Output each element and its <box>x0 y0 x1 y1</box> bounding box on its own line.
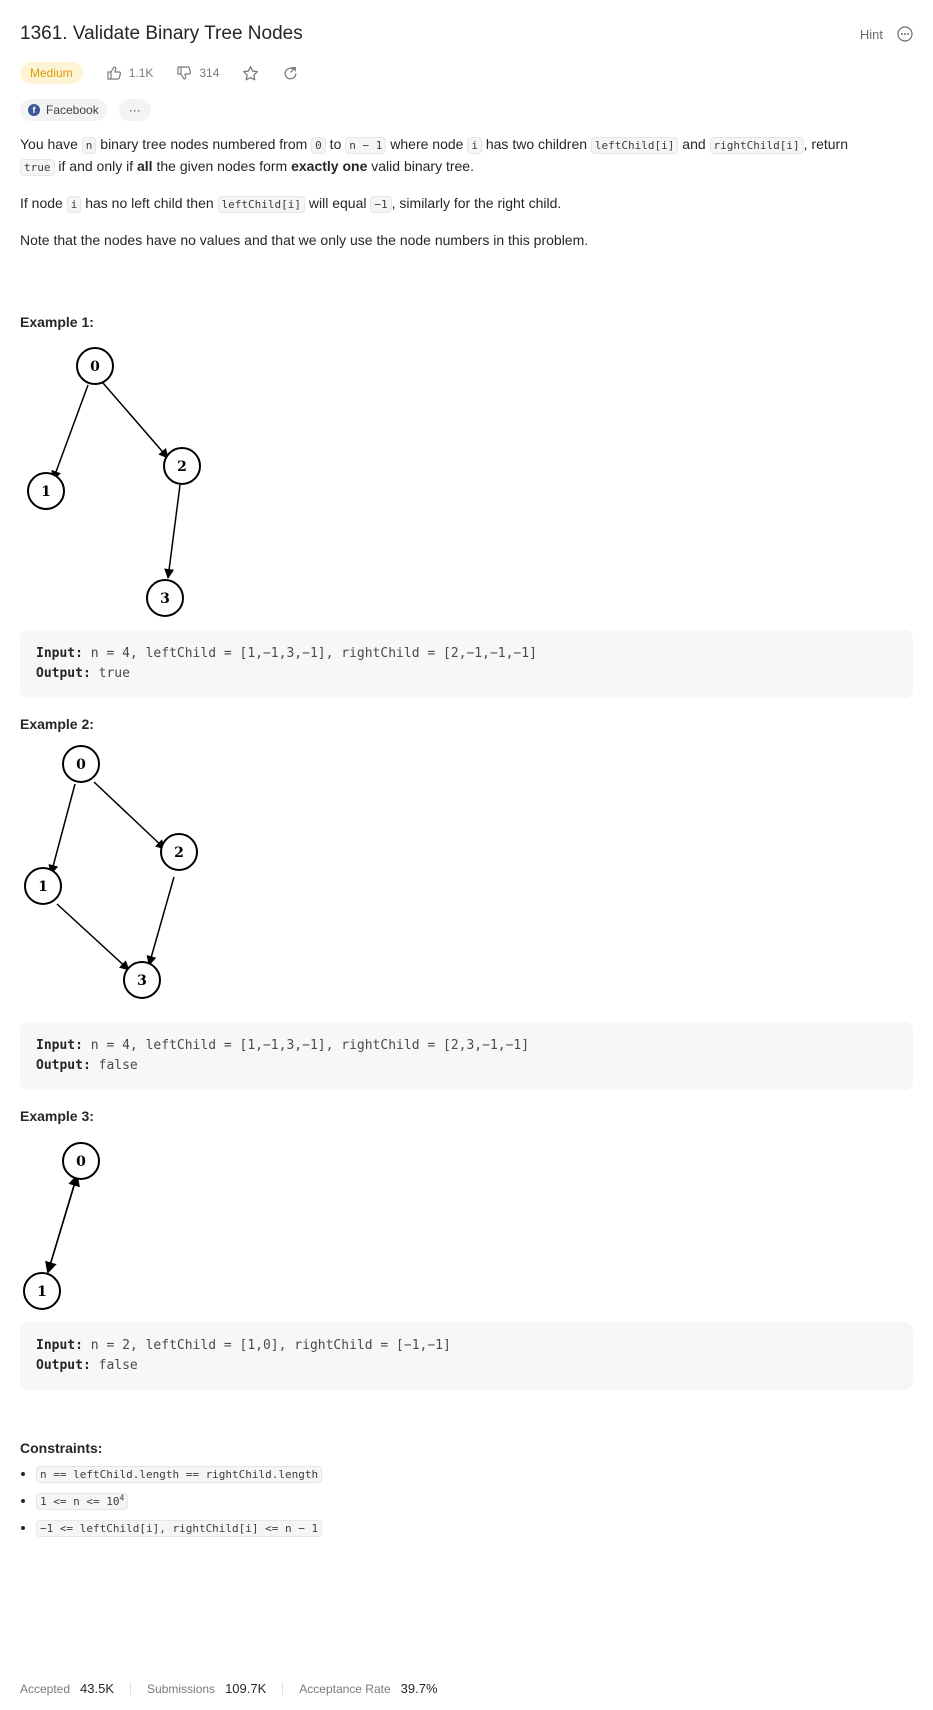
example-3-tree-diagram: 0 1 <box>23 1142 100 1310</box>
problem-title: 1361. Validate Binary Tree Nodes <box>20 23 303 44</box>
example-2-input: Input: n = 4, leftChild = [1,−1,3,−1], r… <box>36 1038 530 1053</box>
example-3-heading: Example 3: <box>20 1108 94 1124</box>
svg-text:0: 0 <box>76 757 86 773</box>
tree-node-0: 0 <box>76 347 114 385</box>
constraints-heading: Constraints: <box>20 1440 103 1456</box>
example-3-code-block: Input: n = 2, leftChild = [1,0], rightCh… <box>20 1322 913 1390</box>
likes-count: 1.1K <box>128 66 154 80</box>
example-1-code-block: Input: n = 4, leftChild = [1,−1,3,−1], r… <box>20 630 913 698</box>
edge-0-2 <box>93 781 166 850</box>
more-tags-button[interactable]: ··· <box>118 99 151 121</box>
company-tag-facebook[interactable]: f Facebook <box>20 99 107 121</box>
tree-node-2: 2 <box>160 833 198 871</box>
tree-node-0: 0 <box>62 745 100 783</box>
example-3-output: Output: false <box>36 1358 138 1373</box>
top-actions: Hint <box>860 26 913 42</box>
tree-node-3: 3 <box>123 961 161 999</box>
tree-node-1: 1 <box>23 1272 61 1310</box>
edge-1-3 <box>56 903 130 971</box>
svg-text:0: 0 <box>76 1154 86 1170</box>
svg-text:3: 3 <box>160 591 170 607</box>
accepted-value: 43.5K <box>80 1681 115 1696</box>
company-tag-label: Facebook <box>46 103 99 117</box>
edge-0-1 <box>51 384 89 481</box>
example-1-tree-diagram: 0 1 2 3 <box>27 347 201 617</box>
thumbs-down-icon <box>175 64 193 82</box>
accepted-label: Accepted <box>20 1681 71 1696</box>
star-icon[interactable] <box>241 64 259 82</box>
svg-text:2: 2 <box>177 459 187 475</box>
description-paragraph-1: You have n binary tree nodes numbered fr… <box>20 136 848 176</box>
svg-text:3: 3 <box>137 973 147 989</box>
share-icon[interactable] <box>281 64 299 82</box>
acceptance-rate-value: 39.7% <box>400 1681 438 1696</box>
edge-2-3 <box>164 484 181 579</box>
example-3-input: Input: n = 2, leftChild = [1,0], rightCh… <box>36 1338 451 1353</box>
like-button[interactable]: 1.1K <box>105 64 154 82</box>
hint-button[interactable]: Hint <box>859 26 883 42</box>
stats-footer: Accepted 43.5K Submissions 109.7K Accept… <box>20 1681 438 1696</box>
acceptance-rate-label: Acceptance Rate <box>299 1681 391 1696</box>
tree-node-1: 1 <box>24 867 62 905</box>
svg-text:1: 1 <box>37 1284 47 1300</box>
facebook-icon: f <box>28 104 40 116</box>
title-row: 1361. Validate Binary Tree Nodes Hint <box>20 0 913 68</box>
tree-node-3: 3 <box>146 579 184 617</box>
problem-description: You have n binary tree nodes numbered fr… <box>20 134 913 251</box>
edge-0-1 <box>48 783 76 875</box>
more-options-icon[interactable] <box>897 26 913 42</box>
dislikes-count: 314 <box>199 66 220 80</box>
svg-text:2: 2 <box>174 845 184 861</box>
submissions-label: Submissions <box>147 1681 216 1696</box>
dislike-button[interactable]: 314 <box>175 64 219 82</box>
example-1-input: Input: n = 4, leftChild = [1,−1,3,−1], r… <box>36 646 537 661</box>
divider <box>130 1681 132 1696</box>
svg-text:1: 1 <box>38 879 48 895</box>
example-2-output: Output: false <box>36 1058 138 1073</box>
example-2-heading: Example 2: <box>20 716 94 732</box>
constraints-list: n == leftChild.length == rightChild.leng… <box>20 1466 913 1537</box>
example-2-code-block: Input: n = 4, leftChild = [1,−1,3,−1], r… <box>20 1022 913 1090</box>
constraint-item: −1 <= leftChild[i], rightChild[i] <= n −… <box>36 1520 913 1537</box>
meta-row: Medium 1.1K 314 <box>20 62 913 84</box>
divider <box>282 1681 284 1696</box>
thumbs-up-icon <box>105 64 123 82</box>
description-paragraph-2: If node i has no left child then leftChi… <box>20 195 562 213</box>
tree-node-0: 0 <box>62 1142 100 1180</box>
edge-0-2 <box>102 382 169 459</box>
example-1-heading: Example 1: <box>20 314 94 330</box>
tags-row: f Facebook ··· <box>20 98 913 122</box>
submissions-value: 109.7K <box>225 1681 267 1696</box>
svg-text:1: 1 <box>41 484 51 500</box>
svg-text:0: 0 <box>90 359 100 375</box>
constraint-item: n == leftChild.length == rightChild.leng… <box>36 1466 913 1483</box>
example-1-output: Output: true <box>36 666 130 681</box>
tree-node-1: 1 <box>27 472 65 510</box>
description-paragraph-3: Note that the nodes have no values and t… <box>20 232 589 248</box>
edge-1-0 <box>47 1174 80 1273</box>
tree-node-2: 2 <box>163 447 201 485</box>
edge-2-3 <box>146 876 175 966</box>
constraint-item: 1 <= n <= 104 <box>36 1493 913 1510</box>
problem-page: 1361. Validate Binary Tree Nodes Hint Me… <box>0 0 933 1535</box>
example-2-tree-diagram: 0 1 2 3 <box>24 745 198 999</box>
difficulty-badge: Medium <box>20 62 83 84</box>
